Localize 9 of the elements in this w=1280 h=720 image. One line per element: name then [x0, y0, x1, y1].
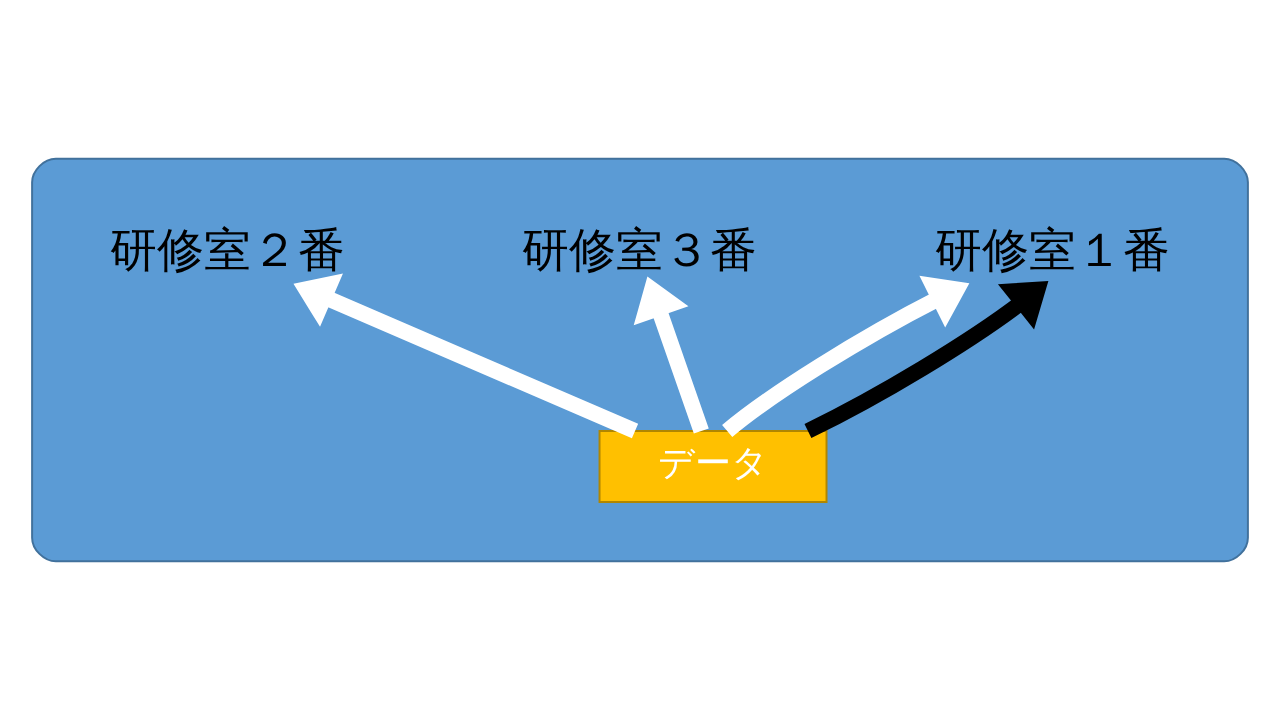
arrow [293, 273, 639, 439]
node-text: 研修室１番 [935, 221, 1170, 277]
arrow [722, 275, 970, 438]
arrow [633, 276, 709, 434]
arrow [804, 281, 1049, 439]
node-text: 研修室２番 [110, 221, 345, 277]
node-box: データ [598, 430, 828, 504]
cluster [31, 157, 1249, 563]
node-text: 研修室３番 [522, 221, 758, 277]
